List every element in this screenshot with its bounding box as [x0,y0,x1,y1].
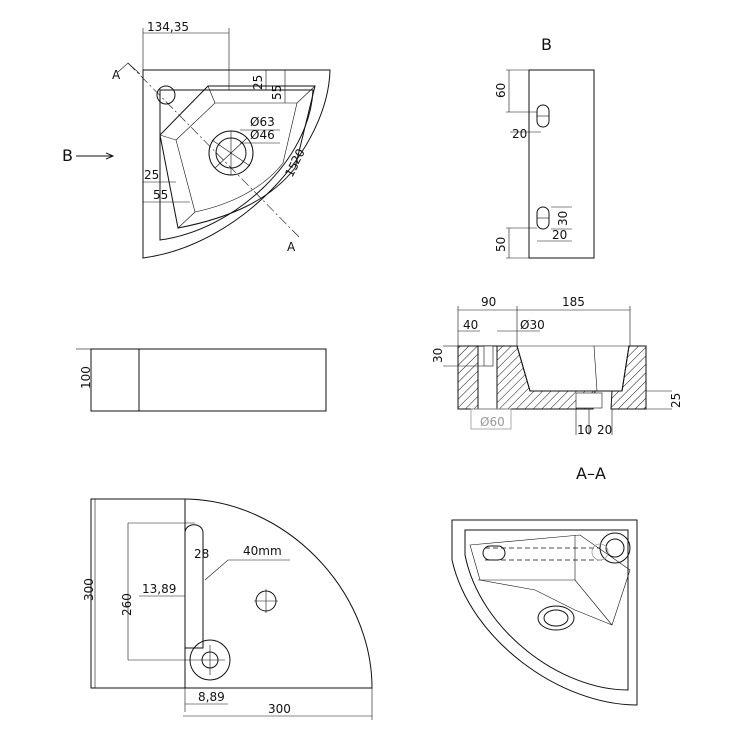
dim-50: 50 [494,237,508,252]
side-view: 100 [76,348,327,412]
dim-20-b-bottom: 20 [552,228,567,242]
dim-25-section: 25 [669,393,683,408]
dim-40: 40 [463,318,478,332]
dim-90: 90 [481,295,496,309]
dim-25-top: 25 [251,75,265,90]
dim-15-top: 15 [282,159,302,179]
dim-25-left: 25 [144,168,159,182]
isometric-view [451,519,638,706]
iso-basin [469,534,631,626]
tap-hole [156,85,176,105]
bottom-view-slot [184,524,204,649]
top-view: A A B 134,35 25 55 Ø63 Ø46 20 15 25 55 [62,20,331,259]
dim-20-top: 20 [288,146,308,166]
dim-d46: Ø46 [250,128,275,142]
section-aa: 90 185 40 Ø30 30 Ø60 25 10 20 A–A [431,295,683,483]
view-b: B 60 20 30 20 50 [494,35,595,259]
dim-40mm: 40mm [243,544,282,558]
dim-300-vertical: 300 [82,578,96,601]
section-title: A–A [576,464,606,483]
dim-260: 260 [120,593,134,616]
top-view-outline [142,69,331,259]
bottom-view: 300 260 28 40mm 13,89 8,89 300 [82,498,373,720]
dim-d63: Ø63 [250,115,275,129]
dim-20-section: 20 [597,423,612,437]
dim-d60: Ø60 [480,415,505,429]
iso-drain-inner [543,609,569,627]
dim-60: 60 [494,83,508,98]
side-view-outline [90,348,327,412]
dim-185: 185 [562,295,585,309]
iso-slot [482,545,506,561]
dim-10-section: 10 [577,423,592,437]
dim-30-b: 30 [556,211,570,226]
dim-100: 100 [79,366,93,389]
section-line [127,62,301,239]
iso-drain-outer [537,605,575,631]
dim-55-top: 55 [270,85,284,100]
view-b-outline [528,69,595,259]
dim-width: 134,35 [147,20,189,34]
dim-28: 28 [194,547,209,561]
section-label-a-bottom: A [287,240,296,254]
dim-300-horizontal: 300 [268,702,291,716]
iso-outline [451,519,638,706]
bottom-view-outline [90,498,373,689]
dim-55-left: 55 [153,188,168,202]
view-b-title: B [541,35,552,54]
dim-20-b-top: 20 [512,127,527,141]
iso-tap-hole-outer [599,532,631,564]
top-view-inner-rim [159,89,314,241]
dim-8-89: 8,89 [198,690,225,704]
section-hatch-right [610,345,647,410]
dim-d60-box [470,408,512,430]
dim-30-section: 30 [431,348,445,363]
view-b-label: B [62,146,73,165]
dim-13-89: 13,89 [142,582,176,596]
dim-d30: Ø30 [520,318,545,332]
section-label-a-top: A [112,68,121,82]
